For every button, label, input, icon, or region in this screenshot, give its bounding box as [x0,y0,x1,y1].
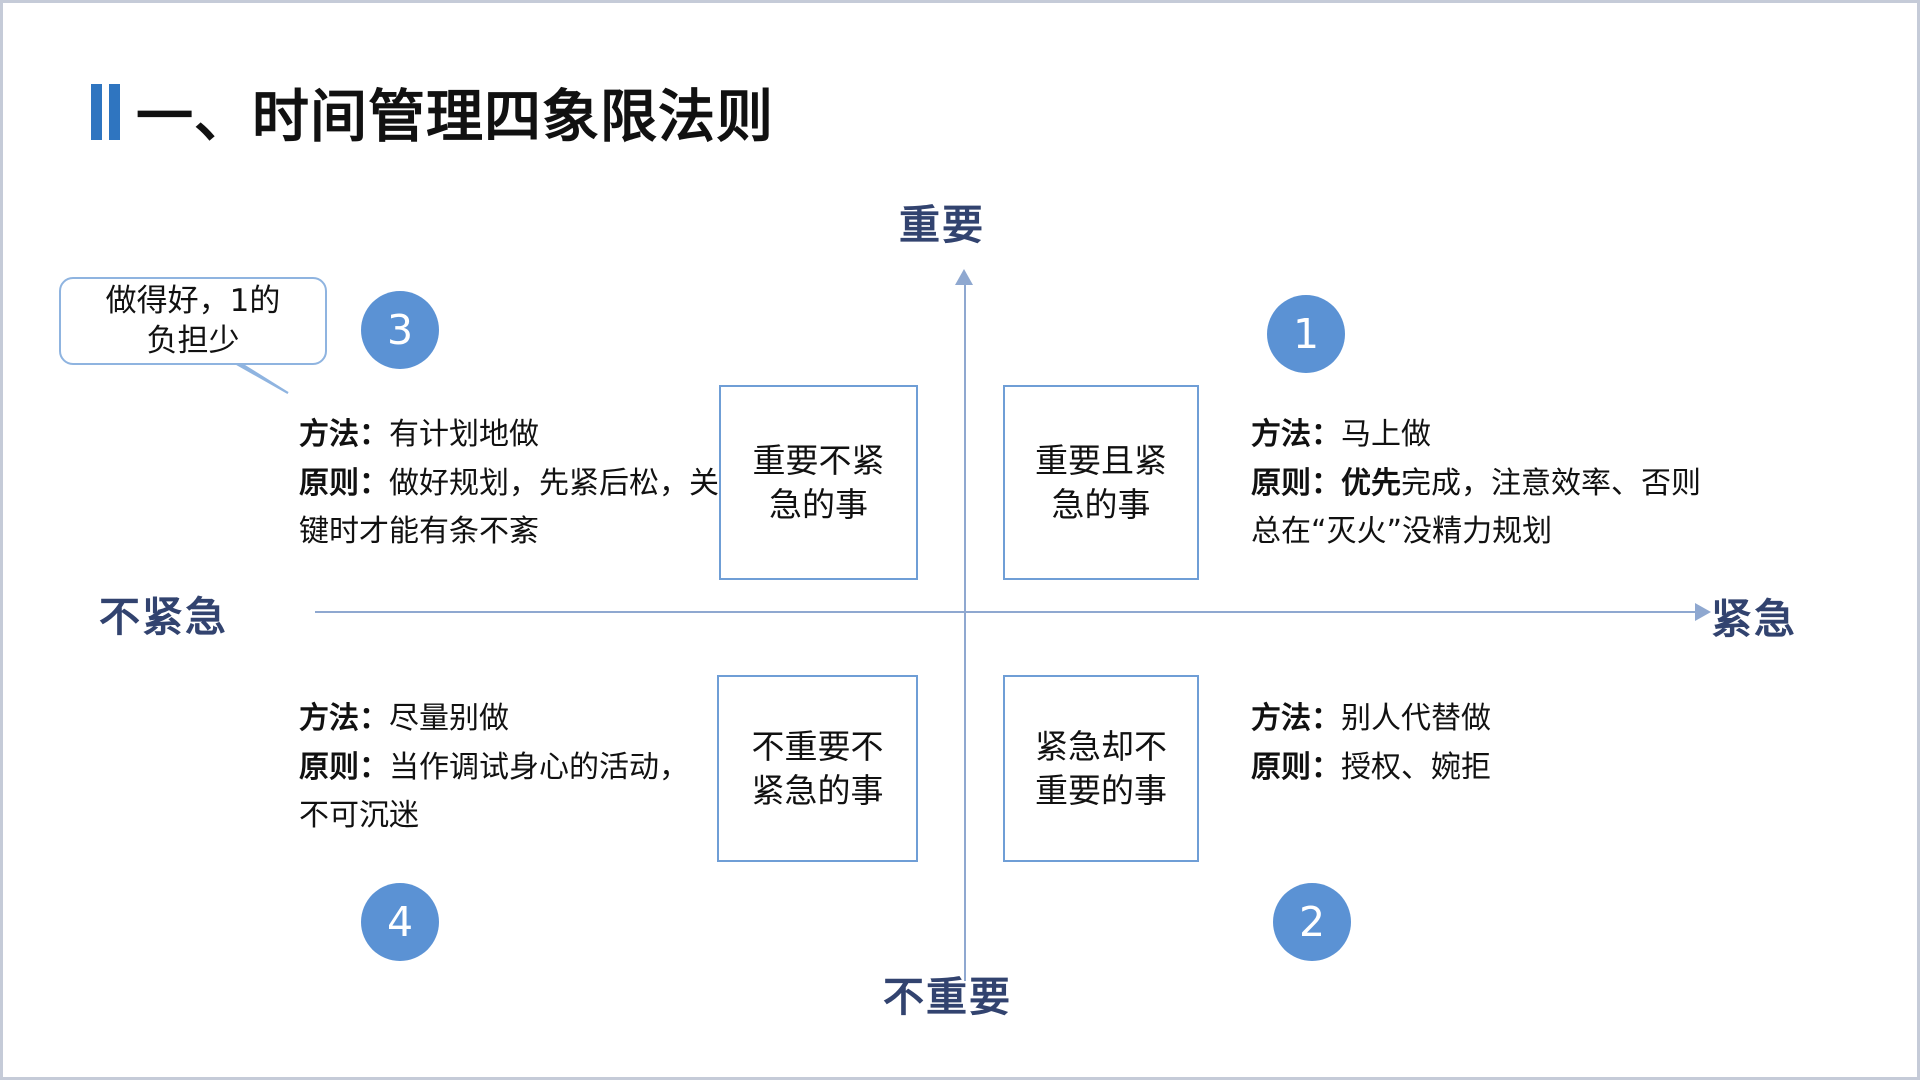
quadrant-text-lead: 方法： [1251,701,1341,736]
axis-label-not-important: 不重要 [883,973,1012,1021]
quadrant-text-3: 方法：有计划地做原则：做好规划，先紧后松，关键时才能有条不紊 [299,411,719,557]
quadrant-text-body: 有计划地做 [389,417,539,452]
quadrant-text-body: 马上做 [1341,417,1431,452]
quadrant-number-badge-1: 1 [1267,295,1345,373]
horizontal-axis-line [315,611,1700,613]
callout-text: 做得好，1的 负担少 [105,282,281,359]
quadrant-text-body: 尽量别做 [389,701,509,736]
quadrant-text-line: 方法：尽量别做 [299,695,699,744]
quadrant-text-line: 原则：做好规划，先紧后松，关键时才能有条不紊 [299,460,719,557]
page-title: 一、时间管理四象限法则 [136,84,774,150]
quadrant-box-4: 不重要不 紧急的事 [717,675,918,862]
title-row: 一、时间管理四象限法则 [91,71,774,153]
quadrant-text-lead: 方法： [299,701,389,736]
quadrant-number-badge-4: 4 [361,883,439,961]
callout-bubble: 做得好，1的 负担少 [59,277,327,365]
quadrant-text-line: 方法：马上做 [1251,411,1711,460]
axis-label-urgent: 紧急 [1711,595,1797,643]
quadrant-text-emphasis: 优先 [1341,465,1401,501]
quadrant-text-body: 做好规划，先紧后松，关键时才能有条不紊 [299,465,719,550]
quadrant-text-lead: 方法： [299,417,389,452]
horizontal-axis-arrow-icon [1695,603,1711,621]
quadrant-text-lead: 原则： [1251,465,1341,501]
quadrant-box-label-1: 重要且紧 急的事 [1035,440,1167,524]
quadrant-text-body: 别人代替做 [1341,701,1491,736]
quadrant-text-4: 方法：尽量别做原则：当作调试身心的活动，不可沉迷 [299,695,699,841]
vertical-axis-arrow-icon [955,269,973,285]
vertical-axis-line [964,275,966,981]
quadrant-text-line: 方法：有计划地做 [299,411,719,460]
quadrant-text-line: 原则：授权、婉拒 [1251,744,1671,793]
quadrant-text-lead: 原则： [1251,749,1341,785]
quadrant-text-body: 当作调试身心的活动，不可沉迷 [299,749,689,834]
quadrant-number-badge-2: 2 [1273,883,1351,961]
quadrant-text-lead: 原则： [299,465,389,501]
quadrant-text-line: 原则：当作调试身心的活动，不可沉迷 [299,744,699,841]
quadrant-box-1: 重要且紧 急的事 [1003,385,1199,580]
quadrant-box-label-2: 紧急却不 重要的事 [1035,726,1167,810]
quadrant-text-body: 授权、婉拒 [1341,749,1491,785]
quadrant-text-2: 方法：别人代替做原则：授权、婉拒 [1251,695,1671,792]
quadrant-text-lead: 原则： [299,749,389,785]
axis-label-not-urgent: 不紧急 [99,593,228,641]
quadrant-box-3: 重要不紧 急的事 [719,385,918,580]
quadrant-text-line: 原则：优先完成，注意效率、否则总在“灭火”没精力规划 [1251,460,1711,557]
quadrant-text-line: 方法：别人代替做 [1251,695,1671,744]
quadrant-box-label-3: 重要不紧 急的事 [752,440,885,524]
quadrant-box-label-4: 不重要不 紧急的事 [751,726,884,810]
quadrant-box-2: 紧急却不 重要的事 [1003,675,1199,862]
quadrant-number-badge-3: 3 [361,291,439,369]
title-bar-marker-icon [91,84,120,140]
quadrant-text-lead: 方法： [1251,417,1341,452]
quadrant-text-body: 完成，注意效率、否则总在“灭火”没精力规划 [1251,465,1701,550]
quadrant-text-1: 方法：马上做原则：优先完成，注意效率、否则总在“灭火”没精力规划 [1251,411,1711,557]
axis-label-important: 重要 [899,201,985,249]
